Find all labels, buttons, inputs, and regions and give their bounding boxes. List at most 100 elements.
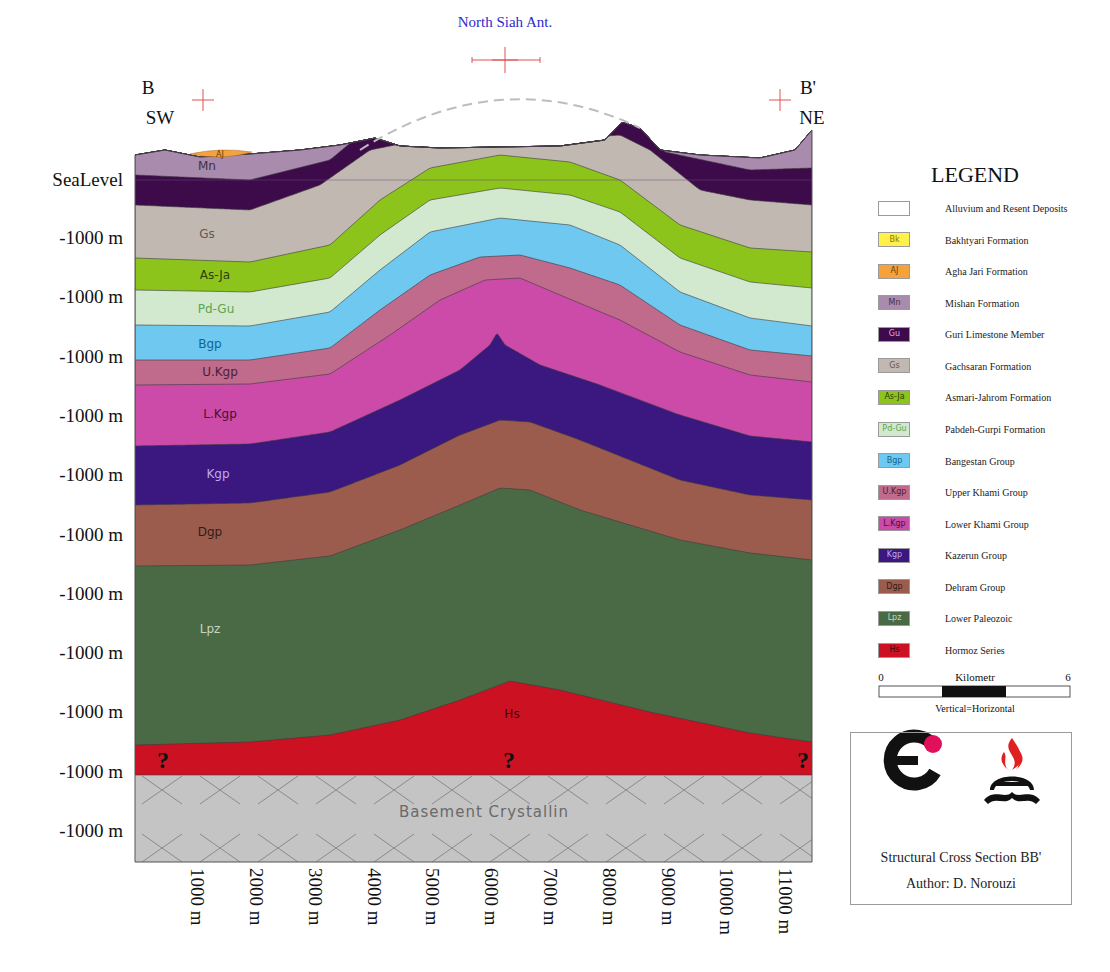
legend-code: Gs: [889, 361, 899, 370]
depth-label: -1000 m: [59, 583, 123, 604]
distance-label: 8000 m: [598, 868, 619, 926]
crest-range-bar: [472, 57, 540, 63]
layer-label: Basement Crystallin: [399, 804, 569, 821]
basement-cross: [664, 834, 704, 862]
legend-text: Mishan Formation: [945, 297, 1019, 308]
eroded-crest: [360, 99, 640, 150]
legend-code: Lpz: [888, 614, 902, 623]
legend-text: Agha Jari Formation: [945, 266, 1028, 277]
legend-text: Pabdeh-Gurpi Formation: [945, 424, 1045, 435]
logo-base: [990, 777, 1034, 791]
rock-layer: [135, 123, 812, 210]
distance-label: 6000 m: [481, 868, 502, 926]
logo-flame: [1001, 752, 1008, 770]
basement-cross: [374, 776, 414, 804]
legend-code: Dgp: [886, 582, 902, 591]
rock-layer: [135, 123, 812, 505]
legend-swatch: [878, 611, 910, 626]
legend-code: U.Kgp: [883, 488, 907, 497]
legend-code: Gu: [889, 330, 900, 339]
logo-flame: [1016, 752, 1023, 770]
section-end-label: B: [142, 78, 155, 99]
legend-swatch: [878, 358, 910, 373]
unknown-mark: ?: [157, 747, 169, 773]
legend-text: Bakhtyari Formation: [945, 234, 1029, 245]
legend-text: Lower Paleozoic: [945, 613, 1012, 624]
basement-cross: [664, 776, 704, 804]
basement-cross: [316, 776, 356, 804]
legend-swatch: [878, 516, 910, 531]
basement-cross: [200, 776, 240, 804]
rock-layer: [135, 123, 812, 326]
basement-cross: [548, 776, 588, 804]
rock-layer: [135, 123, 812, 775]
title-block: Structural Cross Section BB'Author: D. N…: [850, 732, 1072, 905]
distance-label: 10000 m: [716, 868, 737, 935]
legend-text: Asmari-Jahrom Formation: [945, 392, 1051, 403]
layer-label: Kgp: [206, 468, 229, 481]
layer-label: Pd-Gu: [198, 303, 235, 316]
layer-label: L.Kgp: [203, 408, 237, 421]
agha-jari-lens: [190, 150, 252, 157]
scale-label: Kilometr: [955, 671, 995, 683]
basement-cross: [258, 776, 298, 804]
basement-cross: [722, 776, 762, 804]
basement-cross: [432, 776, 472, 804]
basement-cross: [606, 776, 646, 804]
legend-swatch: [878, 327, 910, 342]
unknown-mark: ?: [503, 747, 515, 773]
distance-label: 2000 m: [245, 868, 266, 926]
legend-code: As-Ja: [884, 393, 904, 402]
legend-swatch: [878, 390, 910, 405]
legend-code: Kgp: [887, 551, 902, 560]
scale-label: 6: [1065, 671, 1071, 683]
sea-level-line: [135, 180, 812, 181]
section-end-label: NE: [799, 108, 824, 129]
layer-label: U.Kgp: [202, 366, 238, 379]
logo-base: [984, 792, 1040, 804]
distance-label: 7000 m: [539, 868, 560, 926]
basement-cross: [142, 834, 182, 862]
distance-label: 3000 m: [304, 868, 325, 926]
legend-swatch: [878, 485, 910, 500]
basement-cross: [490, 834, 530, 862]
scale-bar: [879, 686, 1070, 697]
depth-label: -1000 m: [59, 524, 123, 545]
legend-code: L.Kgp: [883, 519, 905, 528]
scale-label: 0: [878, 671, 884, 683]
well-marker: [192, 89, 214, 111]
depth-label: -1000 m: [59, 287, 123, 308]
logo-bar: [896, 756, 918, 765]
basement-cross: [606, 834, 646, 862]
rock-layer: [135, 123, 812, 745]
rock-layer: [135, 123, 812, 262]
company-logo: [890, 735, 942, 784]
depth-label: -1000 m: [59, 702, 123, 723]
distance-label: 4000 m: [363, 868, 384, 926]
legend-text: Lower Khami Group: [945, 518, 1029, 529]
basement-cross: [258, 834, 298, 862]
depth-label: -1000 m: [59, 821, 123, 842]
topography-line: [135, 123, 812, 158]
basement-cross: [780, 776, 812, 804]
author-name: Author: D. Norouzi: [906, 875, 1016, 893]
depth-label: -1000 m: [59, 643, 123, 664]
oil-company-logo: [984, 738, 1040, 804]
legend-text: Hormoz Series: [945, 645, 1005, 656]
structure-name: North Siah Ant.: [458, 14, 553, 31]
legend-swatch: [878, 548, 910, 563]
legend-text: Guri Limestone Member: [945, 329, 1044, 340]
legend-code: Pd-Gu: [882, 425, 906, 434]
section-body: [135, 123, 812, 862]
basement-cross: [722, 834, 762, 862]
legend-swatch: [878, 264, 910, 279]
rock-layer: [135, 123, 812, 566]
distance-label: 11000 m: [775, 868, 796, 934]
legend-code: Hs: [889, 646, 899, 655]
basement-cross: [780, 834, 812, 862]
depth-label: -1000 m: [59, 761, 123, 782]
legend-swatch: [878, 295, 910, 310]
basement-cross: [432, 834, 472, 862]
